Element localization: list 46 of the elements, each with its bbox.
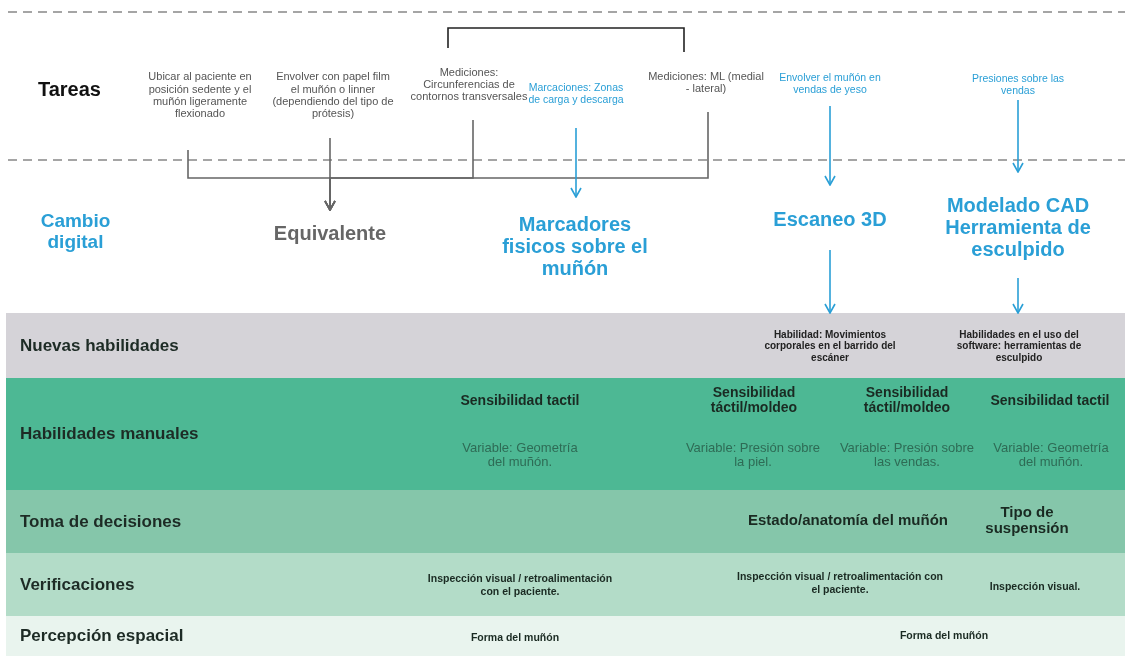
section-heading: Tareas	[37, 76, 102, 102]
cell-text: Sensibilidad tactil	[459, 390, 581, 410]
result-text: Equivalente	[255, 212, 405, 254]
row-heading: Nuevas habilidades	[20, 335, 179, 356]
task-text: Ubicar al paciente en posición sedente y el muñón ligeramente flexionado	[148, 40, 252, 150]
cell-text: Variable: Geometría del muñón.	[992, 438, 1110, 471]
section-heading: Cambio digital	[39, 209, 112, 254]
cell-text: Sensibilidad táctil/moldeo	[862, 383, 952, 417]
skill-text: Habilidad: Movimientos corporales en el barrido del escáner	[762, 316, 898, 376]
row-band	[6, 313, 1125, 378]
cell-text: Variable: Presión sobre las vendas.	[838, 438, 976, 471]
task-text: Envolver con papel film el muñón o linner (dependiendo del tipo de prótesis)	[272, 52, 394, 138]
arrow	[1012, 99, 1024, 173]
result-text: Marcadores fisicos sobre el muñón	[495, 200, 655, 292]
cell-text: Tipo de suspensión	[984, 501, 1070, 538]
row-band	[6, 553, 1125, 616]
cell-text: Sensibilidad tactil	[989, 390, 1111, 410]
skill-text: Habilidades en el uso del software: herramientas de esculpido	[946, 316, 1092, 376]
arrow	[324, 111, 709, 211]
cell-text: Inspección visual.	[988, 579, 1082, 595]
row-heading: Percepción espacial	[20, 626, 184, 646]
cell-text: Variable: Presión sobre la piel.	[684, 438, 822, 471]
task-text: Marcaciones: Zonas de carga y descarga	[528, 60, 624, 128]
result-text: Escaneo 3D	[765, 188, 895, 250]
task-text: Presiones sobre las vendas	[958, 70, 1078, 100]
task-text: Mediciones: ML (medial - lateral)	[648, 52, 764, 112]
row-heading: Toma de decisiones	[20, 511, 182, 532]
cell-text: Inspección visual / retroalimentación con el paciente.	[426, 570, 614, 599]
arrow	[824, 105, 836, 186]
cell-text: Forma del muñón	[469, 630, 561, 645]
task-text: Envolver el muñón en vendas de yeso	[772, 62, 888, 106]
arrow	[570, 127, 582, 198]
cell-text: Estado/anatomía del muñón	[747, 509, 949, 530]
arrow	[824, 249, 836, 314]
row-band	[6, 490, 1125, 553]
row-heading: Habilidades manuales	[20, 424, 199, 444]
arrow	[1012, 277, 1024, 314]
row-heading: Verificaciones	[20, 574, 135, 595]
bracket-line	[447, 27, 685, 53]
cell-text: Sensibilidad táctil/moldeo	[709, 383, 799, 417]
row-band	[6, 616, 1125, 656]
row-band	[6, 378, 1125, 490]
cell-text: Inspección visual / retroalimentación con el paciente.	[736, 568, 944, 597]
cell-text: Forma del muñón	[898, 628, 990, 643]
result-text: Modelado CAD Herramienta de esculpido	[930, 176, 1106, 278]
cell-text: Variable: Geometría del muñón.	[461, 438, 579, 471]
